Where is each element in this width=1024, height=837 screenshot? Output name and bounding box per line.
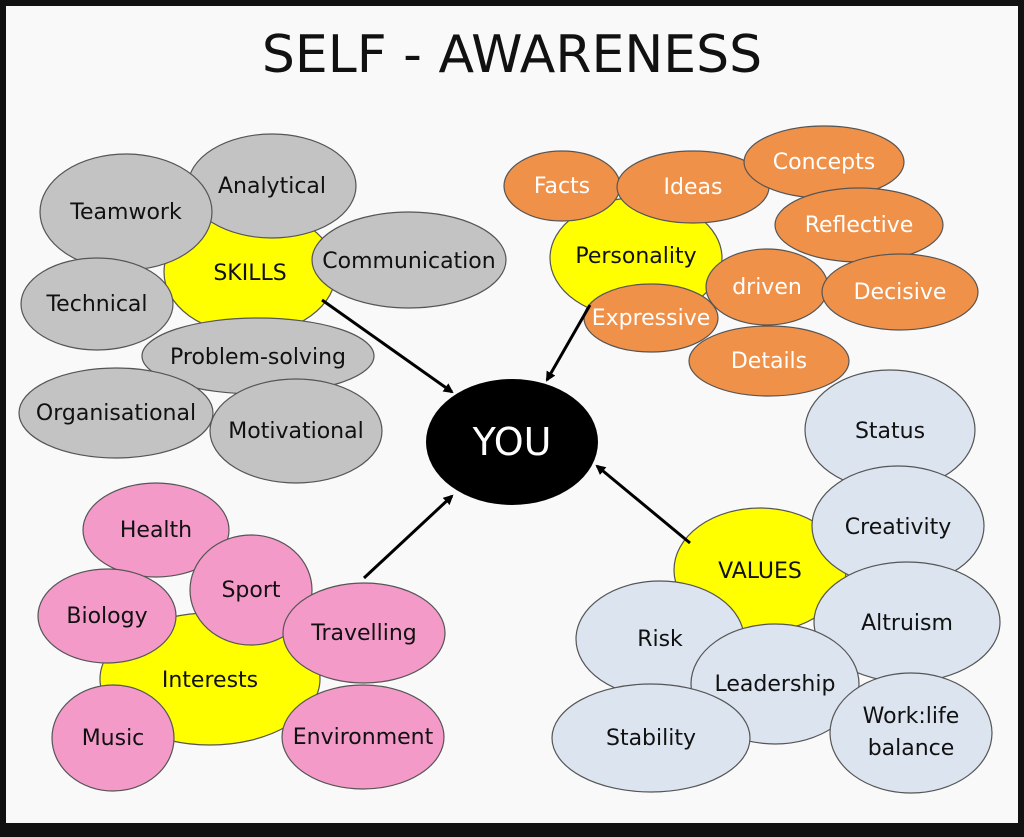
skills-item-problem-solving: Problem-solving: [170, 345, 346, 370]
page-title: SELF - AWARENESS: [262, 25, 762, 85]
interests-item-biology: Biology: [66, 604, 147, 629]
interests-bubble-health: [82, 482, 230, 578]
interests-item-sport: Sport: [221, 578, 280, 603]
interests-bubble-music: [51, 684, 175, 792]
values-item-work-life: Work:life: [863, 704, 960, 729]
skills-item-communication: Communication: [322, 249, 495, 274]
interests-item-environment: Environment: [293, 725, 434, 750]
values-item-balance: balance: [868, 736, 955, 761]
values-bubble-work-life-balance: [829, 672, 993, 794]
values-cluster: [551, 369, 1001, 794]
skills-bubble-organisational: [18, 367, 214, 459]
personality-item-expressive: Expressive: [592, 306, 711, 331]
skills-hub-label: SKILLS: [213, 261, 286, 286]
interests-item-health: Health: [120, 518, 192, 543]
skills-item-analytical: Analytical: [218, 174, 326, 199]
personality-bubble-decisive: [821, 253, 979, 331]
values-item-leadership: Leadership: [715, 672, 836, 697]
personality-item-details: Details: [731, 349, 807, 374]
interests-cluster: [37, 482, 446, 792]
interests-hub-label: Interests: [162, 668, 258, 693]
values-hub-label: VALUES: [718, 559, 802, 584]
values-item-stability: Stability: [606, 726, 696, 751]
arrow-personality-to-you: [545, 304, 592, 382]
personality-item-reflective: Reflective: [805, 213, 914, 238]
arrow-interests-to-you: [362, 494, 454, 580]
interests-bubble-sport: [189, 534, 313, 646]
interests-item-music: Music: [82, 726, 145, 751]
personality-hub-label: Personality: [575, 244, 696, 269]
personality-bubble-details: [688, 325, 850, 397]
center-label: YOU: [472, 420, 552, 464]
values-item-creativity: Creativity: [845, 515, 951, 540]
values-bubble-stability: [551, 683, 751, 793]
personality-item-driven: driven: [732, 275, 802, 300]
interests-bubble-travelling: [282, 582, 446, 684]
interests-bubble-biology: [37, 568, 177, 664]
values-item-altruism: Altruism: [861, 611, 953, 636]
skills-bubble-technical: [20, 257, 174, 351]
interests-bubble-environment: [281, 684, 445, 790]
arrow-skills-to-you: [321, 298, 454, 394]
skills-item-technical: Technical: [45, 292, 147, 317]
skills-item-motivational: Motivational: [228, 419, 363, 444]
personality-item-concepts: Concepts: [773, 150, 875, 175]
skills-item-teamwork: Teamwork: [69, 200, 182, 225]
personality-item-decisive: Decisive: [854, 280, 947, 305]
personality-item-ideas: Ideas: [664, 175, 723, 200]
personality-item-facts: Facts: [534, 174, 590, 199]
interests-item-travelling: Travelling: [310, 621, 417, 646]
skills-bubble-communication: [311, 211, 507, 309]
values-item-status: Status: [855, 419, 925, 444]
arrow-values-to-you: [595, 464, 691, 545]
personality-cluster: [503, 125, 979, 397]
center-node: [426, 379, 598, 505]
skills-cluster: [18, 133, 507, 484]
skills-item-organisational: Organisational: [36, 401, 196, 426]
skills-bubble-motivational: [209, 378, 383, 484]
values-item-risk: Risk: [637, 627, 683, 652]
